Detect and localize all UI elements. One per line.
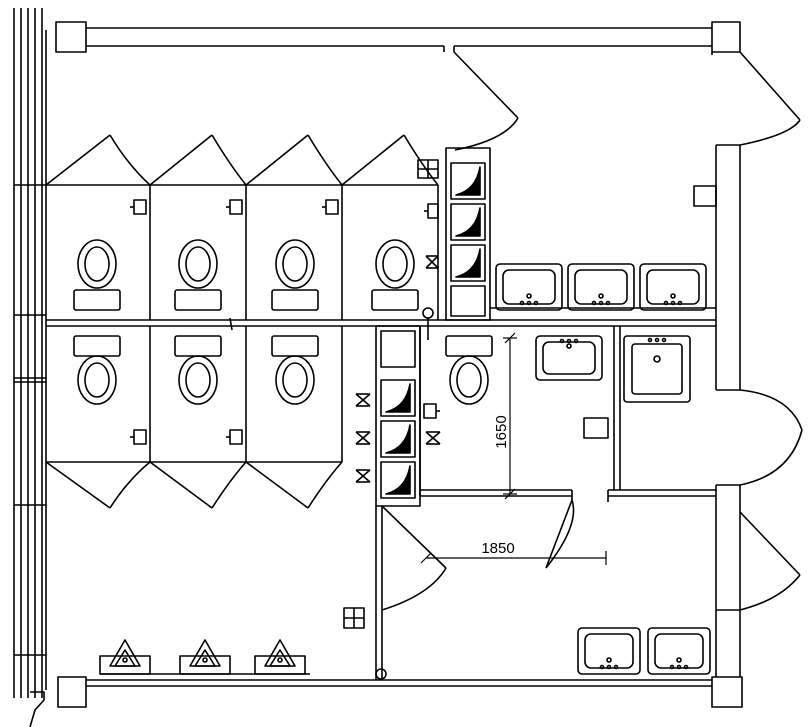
paper-holder <box>130 199 147 215</box>
valve-symbol <box>425 255 439 269</box>
toilet <box>73 335 121 405</box>
lower-urinal-bank <box>355 325 421 507</box>
lower-toilet-stalls <box>45 326 343 509</box>
paper-holder <box>130 429 147 445</box>
floor-drain <box>417 159 439 179</box>
wall-urinal <box>254 639 306 675</box>
washbasin <box>647 627 711 675</box>
mop-sink-room <box>613 326 691 490</box>
toilet <box>371 239 419 311</box>
accessible-toilet-room <box>419 326 716 569</box>
wall-urinals-row <box>99 639 306 675</box>
upper-toilet-stalls <box>45 134 439 340</box>
pipe-riser <box>422 307 434 319</box>
right-wall <box>711 51 803 677</box>
washbasin <box>567 263 635 311</box>
paper-holder <box>226 199 243 215</box>
upper-urinal-bank <box>445 147 491 321</box>
toilet <box>174 335 222 405</box>
dimension-label-vertical: 1650 <box>493 415 510 448</box>
toilet <box>73 239 121 311</box>
wall-urinal <box>179 639 231 675</box>
paper-holder <box>424 203 439 219</box>
washbasin <box>495 263 563 311</box>
washbasin <box>577 627 641 675</box>
pipe-riser <box>375 668 387 680</box>
paper-holder <box>322 199 339 215</box>
valve-symbol <box>425 431 441 445</box>
floor-drain <box>343 607 365 629</box>
bottom-wall <box>57 673 743 708</box>
left-window-wall <box>13 8 47 727</box>
entry-door-top <box>453 51 519 151</box>
washbasin <box>639 263 707 311</box>
wall-urinal <box>99 639 151 675</box>
hand-dryer <box>583 417 609 439</box>
valve-symbol <box>355 469 371 483</box>
dimension-label-horizontal: 1850 <box>481 540 514 557</box>
toilet <box>174 239 222 311</box>
dimension-vertical <box>503 332 517 500</box>
paper-holder <box>423 403 440 419</box>
upper-washbasin-counter <box>490 185 717 311</box>
dimension-horizontal <box>420 551 607 565</box>
toilet <box>271 335 319 405</box>
toilet <box>271 239 319 311</box>
accessible-toilet <box>445 335 493 405</box>
valve-symbol <box>355 393 371 407</box>
washbasin <box>535 335 603 381</box>
paper-holder <box>226 429 243 445</box>
lower-lobby <box>343 505 711 680</box>
valve-symbol <box>355 431 371 445</box>
hand-dryer <box>693 185 717 207</box>
top-wall <box>55 21 741 53</box>
central-partition-wall <box>46 317 716 331</box>
mop-sink <box>623 335 691 403</box>
